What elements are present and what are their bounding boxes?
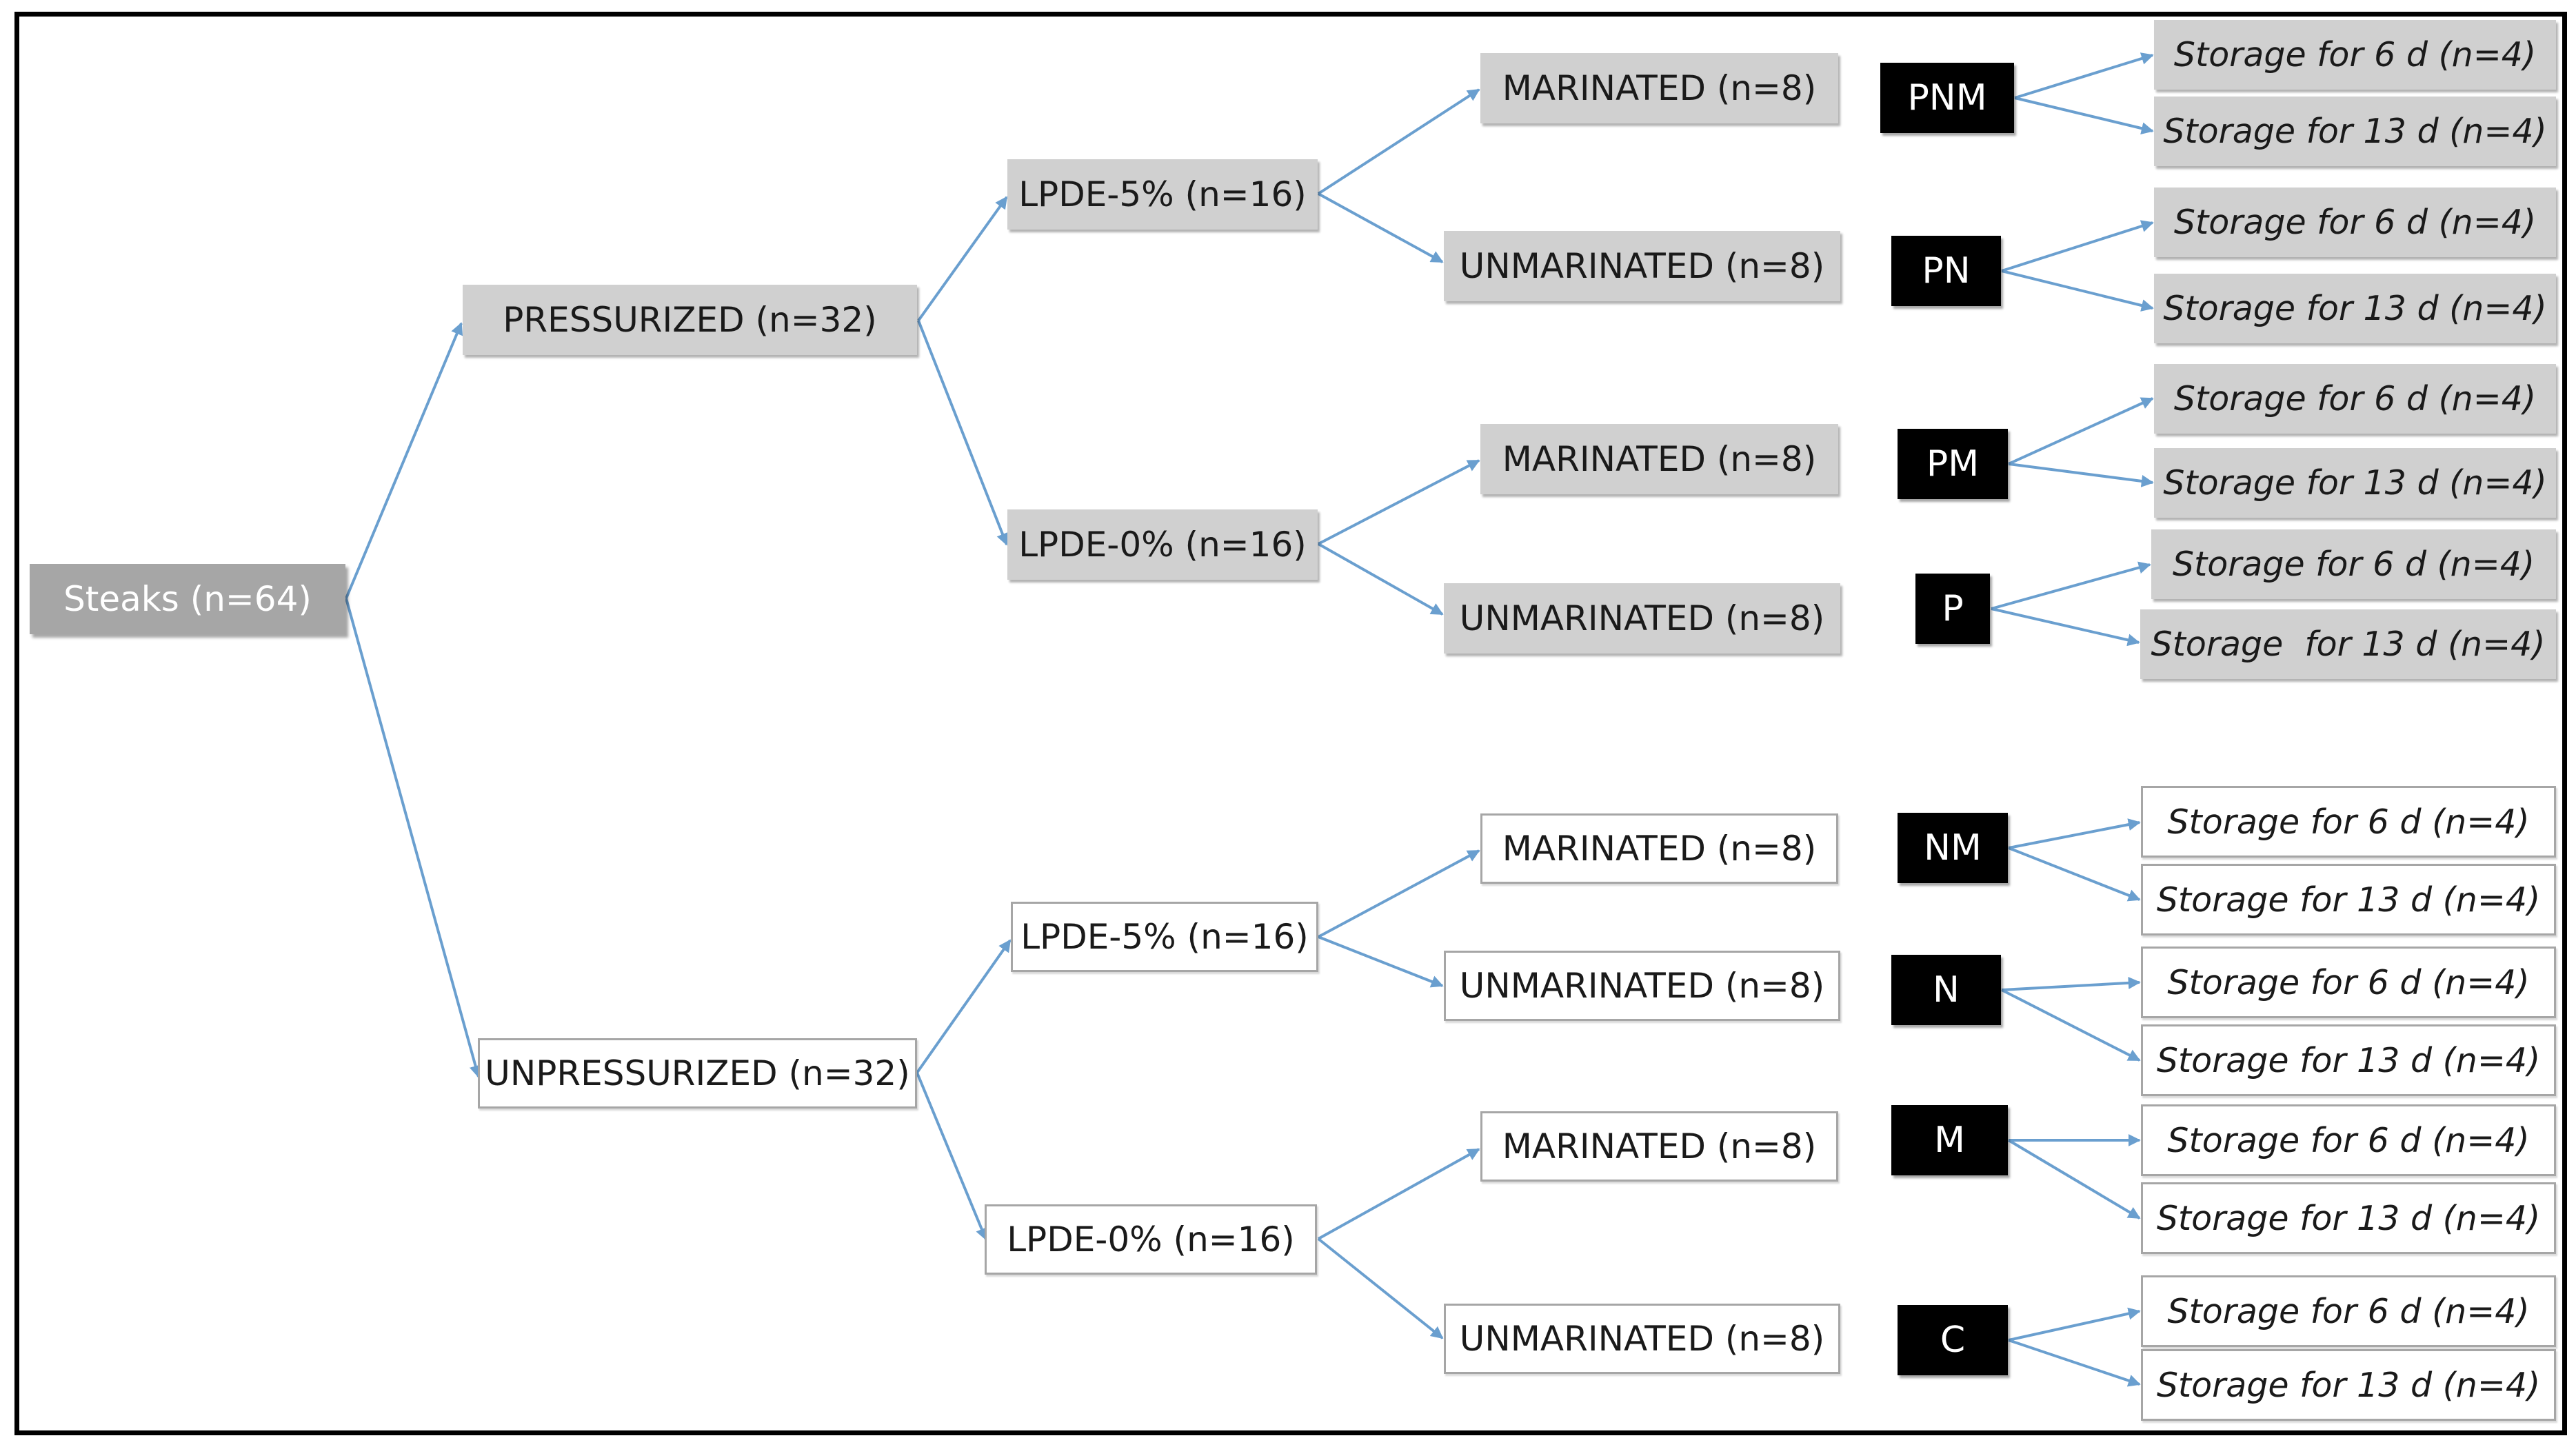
nm-storage-6d: Storage for 6 d (n=4)	[2141, 786, 2556, 858]
edge-p-6d	[1991, 561, 2151, 610]
edge-u-lpde0-marinated	[1318, 1148, 1480, 1240]
edge-u-lpde5-marinated	[1318, 849, 1480, 938]
edge-pressurized-lpde0	[917, 320, 1009, 546]
group-code-p: P	[1915, 574, 1990, 644]
edge-unpressurized-lpde0	[916, 1072, 988, 1241]
edge-pnm-6d	[2014, 52, 2154, 99]
m-storage-6d: Storage for 6 d (n=4)	[2141, 1104, 2556, 1176]
pressurized-lpde5-node: LPDE-5% (n=16)	[1007, 159, 1318, 230]
edge-c-13d	[2008, 1339, 2141, 1387]
edge-pm-6d	[2008, 397, 2154, 465]
u-lpde5-unmarinated-node: UNMARINATED (n=8)	[1444, 951, 1840, 1021]
p-lpde0-unmarinated-node: UNMARINATED (n=8)	[1444, 583, 1840, 654]
unpressurized-lpde5-node: LPDE-5% (n=16)	[1011, 902, 1318, 972]
p-storage-13d: Storage for 13 d (n=4)	[2140, 609, 2556, 679]
group-code-c: C	[1898, 1305, 2008, 1375]
edge-nm-13d	[2008, 847, 2141, 902]
pressurized-lpde0-node: LPDE-0% (n=16)	[1007, 509, 1318, 580]
p-lpde5-marinated-node: MARINATED (n=8)	[1480, 53, 1838, 123]
pm-storage-13d: Storage for 13 d (n=4)	[2154, 448, 2556, 518]
edge-m-13d	[2007, 1139, 2141, 1220]
nm-storage-13d: Storage for 13 d (n=4)	[2141, 864, 2556, 935]
group-code-pnm: PNM	[1880, 63, 2014, 133]
edge-steaks-unpressurized	[345, 598, 482, 1078]
edge-pnm-13d	[2014, 97, 2154, 134]
edge-n-13d	[2001, 989, 2141, 1062]
group-code-pm: PM	[1898, 429, 2008, 499]
p-lpde0-marinated-node: MARINATED (n=8)	[1480, 424, 1838, 494]
root-steaks-node: Steaks (n=64)	[30, 564, 345, 634]
group-code-pn: PN	[1891, 236, 2001, 306]
edge-p-lpde0-unmarinated	[1318, 543, 1444, 616]
group-code-m: M	[1891, 1105, 2008, 1175]
unpressurized-lpde0-node: LPDE-0% (n=16)	[985, 1204, 1317, 1275]
u-lpde0-marinated-node: MARINATED (n=8)	[1480, 1111, 1838, 1182]
group-code-nm: NM	[1898, 813, 2008, 883]
edge-p-lpde5-marinated	[1317, 88, 1480, 195]
pressurized-node: PRESSURIZED (n=32)	[463, 285, 917, 355]
edge-unpressurized-lpde5	[916, 939, 1012, 1074]
pnm-storage-13d: Storage for 13 d (n=4)	[2154, 97, 2556, 166]
edge-c-6d	[2008, 1307, 2141, 1342]
edge-pn-13d	[2001, 270, 2154, 312]
n-storage-6d: Storage for 6 d (n=4)	[2141, 947, 2556, 1018]
edge-steaks-pressurized	[345, 322, 463, 599]
p-lpde5-unmarinated-node: UNMARINATED (n=8)	[1444, 231, 1840, 301]
edge-p-13d	[1991, 607, 2140, 647]
edge-p-lpde5-unmarinated	[1318, 192, 1444, 263]
unpressurized-node: UNPRESSURIZED (n=32)	[478, 1038, 917, 1109]
edge-p-lpde0-marinated	[1318, 459, 1480, 545]
edge-u-lpde0-unmarinated	[1317, 1237, 1444, 1339]
diagram-frame	[14, 12, 2567, 1435]
pnm-storage-6d: Storage for 6 d (n=4)	[2154, 20, 2556, 90]
edge-pressurized-lpde5	[917, 196, 1008, 322]
n-storage-13d: Storage for 13 d (n=4)	[2141, 1024, 2556, 1096]
c-storage-13d: Storage for 13 d (n=4)	[2141, 1349, 2556, 1421]
u-lpde5-marinated-node: MARINATED (n=8)	[1480, 813, 1838, 884]
pn-storage-13d: Storage for 13 d (n=4)	[2154, 274, 2556, 343]
pm-storage-6d: Storage for 6 d (n=4)	[2154, 364, 2556, 434]
group-code-n: N	[1891, 955, 2001, 1025]
m-storage-13d: Storage for 13 d (n=4)	[2141, 1182, 2556, 1254]
edge-n-6d	[2001, 976, 2141, 991]
u-lpde0-unmarinated-node: UNMARINATED (n=8)	[1444, 1304, 1840, 1374]
edge-nm-6d	[2008, 818, 2141, 849]
pn-storage-6d: Storage for 6 d (n=4)	[2154, 188, 2556, 257]
c-storage-6d: Storage for 6 d (n=4)	[2141, 1275, 2556, 1347]
edge-pm-13d	[2008, 463, 2154, 487]
p-storage-6d: Storage for 6 d (n=4)	[2151, 529, 2556, 599]
edge-u-lpde5-unmarinated	[1318, 935, 1444, 988]
edge-pn-6d	[2001, 220, 2154, 272]
